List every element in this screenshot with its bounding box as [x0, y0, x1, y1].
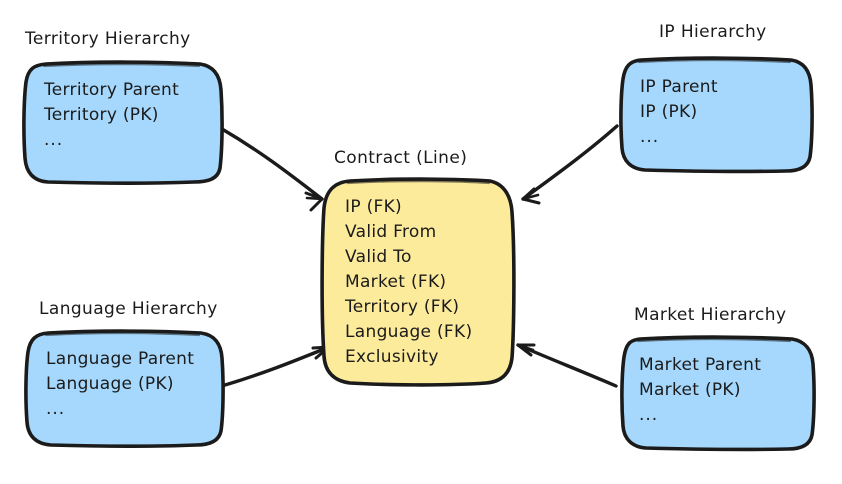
entity-fields-territory-hierarchy: Territory Parent Territory (PK) ...: [44, 78, 179, 153]
entity-box-language-hierarchy[interactable]: [24, 329, 225, 448]
relationship-market-to-contract[interactable]: [516, 343, 618, 388]
field-market-pk: Market (PK): [639, 380, 741, 400]
entity-box-contract-line[interactable]: [320, 177, 516, 387]
entity-box-territory-hierarchy[interactable]: [22, 60, 224, 185]
entity-box-ip-hierarchy[interactable]: [619, 56, 814, 174]
field-contract-valid-from: Valid From: [345, 222, 437, 242]
entity-box-market-hierarchy[interactable]: [620, 335, 816, 452]
relationship-language-to-contract[interactable]: [223, 345, 331, 387]
entity-title-ip-hierarchy: IP Hierarchy: [659, 22, 767, 42]
entity-fields-ip-hierarchy: IP Parent IP (PK) ...: [640, 75, 718, 150]
field-contract-exclusivity: Exclusivity: [345, 347, 439, 367]
field-market-parent: Market Parent: [639, 355, 762, 375]
field-language-pk: Language (PK): [46, 374, 174, 394]
entity-title-territory-hierarchy: Territory Hierarchy: [25, 29, 191, 49]
entity-fields-language-hierarchy: Language Parent Language (PK) ...: [46, 347, 194, 422]
field-contract-valid-to: Valid To: [345, 247, 412, 267]
entity-title-contract-line: Contract (Line): [334, 148, 468, 168]
field-contract-ip-fk: IP (FK): [345, 197, 402, 217]
entity-fields-contract-line: IP (FK) Valid From Valid To Market (FK) …: [345, 195, 472, 370]
field-market-more: ...: [639, 405, 659, 425]
field-ip-more: ...: [640, 127, 660, 147]
field-language-parent: Language Parent: [46, 349, 195, 369]
field-territory-pk: Territory (PK): [44, 105, 159, 125]
field-territory-more: ...: [44, 130, 64, 150]
relationship-territory-to-contract[interactable]: [220, 127, 324, 212]
entity-title-language-hierarchy: Language Hierarchy: [39, 299, 218, 319]
field-ip-parent: IP Parent: [640, 77, 718, 97]
entity-title-market-hierarchy: Market Hierarchy: [634, 305, 787, 325]
relationship-ip-to-contract[interactable]: [521, 124, 619, 205]
field-territory-parent: Territory Parent: [44, 80, 180, 100]
field-contract-territory-fk: Territory (FK): [345, 297, 460, 317]
field-contract-market-fk: Market (FK): [345, 272, 447, 292]
entity-fields-market-hierarchy: Market Parent Market (PK) ...: [639, 353, 761, 428]
field-language-more: ...: [46, 399, 66, 419]
field-ip-pk: IP (PK): [640, 102, 698, 122]
field-contract-language-fk: Language (FK): [345, 322, 473, 342]
